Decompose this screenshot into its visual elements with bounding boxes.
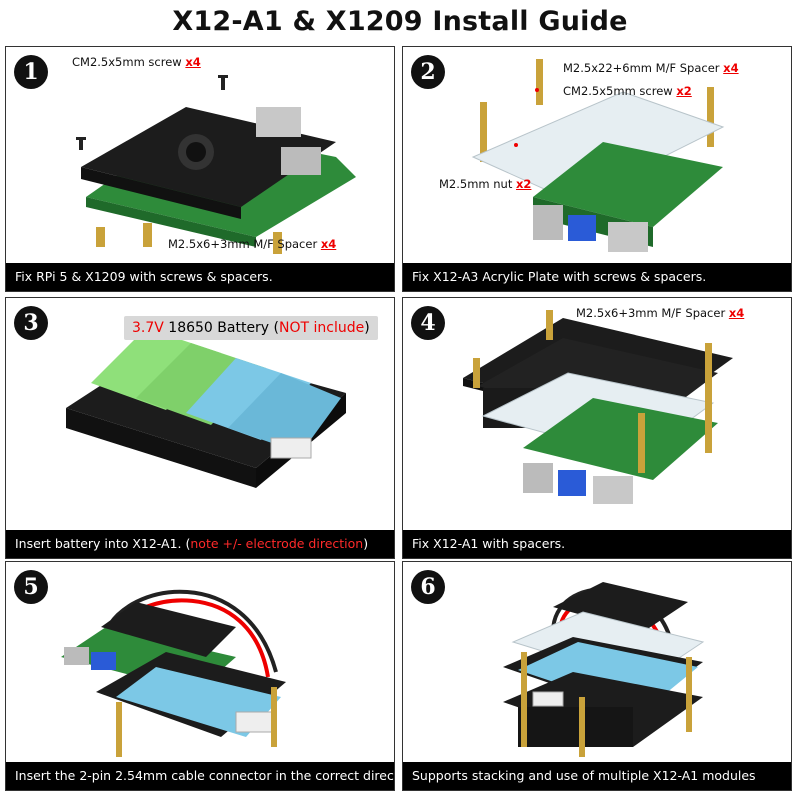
step-number: 4 <box>411 306 445 340</box>
x12a1-stack-illustration <box>463 310 733 504</box>
step-6-panel: 6 Supports stacking and use of multiple … <box>402 561 792 791</box>
cable-connector-illustration <box>61 589 286 757</box>
long-spacer-label: M2.5x22+6mm M/F Spacer x4 <box>563 61 739 75</box>
step-2-panel: 2 M2.5x22+6mm M/F Spacer x4 CM2.5x5mm sc… <box>402 46 792 292</box>
step-1-panel: 1 CM2.5x5mm screw x4 M2.5x6+3mm M/F Spac… <box>5 46 395 292</box>
screw-label: CM2.5x5mm screw x2 <box>563 84 692 98</box>
rpi5-x1209-illustration <box>76 75 356 254</box>
step-number: 5 <box>14 570 48 604</box>
step-caption: Fix X12-A1 with spacers. <box>403 530 791 558</box>
step-caption: Fix RPi 5 & X1209 with screws & spacers. <box>6 263 394 291</box>
step-caption: Insert battery into X12-A1. (note +/- el… <box>6 530 394 558</box>
battery-icon <box>91 328 341 453</box>
page-title: X12-A1 & X1209 Install Guide <box>172 6 628 37</box>
screw-label: CM2.5x5mm screw x4 <box>72 55 201 69</box>
step-3-panel: 3 3.7V 18650 Battery (NOT include) Inser… <box>5 297 395 559</box>
step-number: 1 <box>14 55 48 89</box>
step-4-panel: 4 M2.5x6+3mm M/F Spacer x4 Fix X12-A1 wi… <box>402 297 792 559</box>
step-caption: Supports stacking and use of multiple X1… <box>403 762 791 790</box>
battery-tag: 3.7V 18650 Battery (NOT include) <box>124 316 378 340</box>
acrylic-plate-illustration <box>471 59 725 252</box>
stacked-modules-illustration <box>503 582 705 757</box>
nut-label: M2.5mm nut x2 <box>439 177 532 191</box>
step-number: 6 <box>411 570 445 604</box>
step-number: 3 <box>14 306 48 340</box>
spacer-label: M2.5x6+3mm M/F Spacer x4 <box>168 237 337 251</box>
step-caption: Insert the 2-pin 2.54mm cable connector … <box>6 762 394 790</box>
step-5-panel: 5 Insert the 2-pin 2.54mm cable connecto… <box>5 561 395 791</box>
step-caption: Fix X12-A3 Acrylic Plate with screws & s… <box>403 263 791 291</box>
spacer-label: M2.5x6+3mm M/F Spacer x4 <box>576 306 745 320</box>
screw-icon <box>218 75 228 90</box>
battery-holder-illustration <box>66 328 346 488</box>
step-number: 2 <box>411 55 445 89</box>
